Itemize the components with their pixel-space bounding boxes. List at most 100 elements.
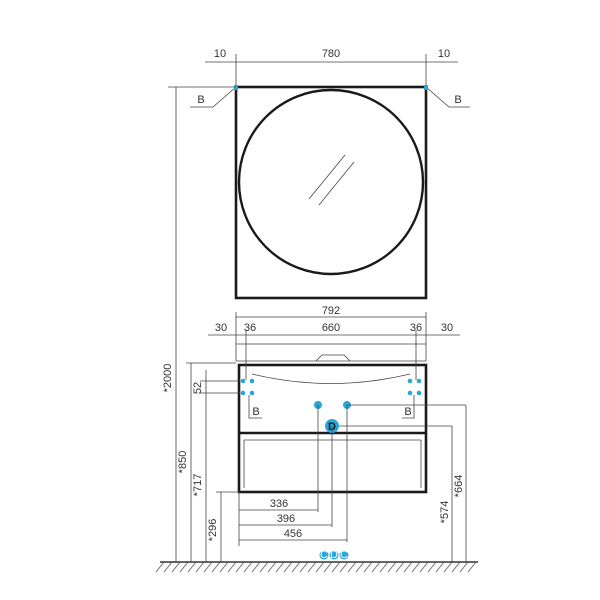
basin-outline (235, 343, 427, 361)
hatch-line (195, 561, 205, 573)
callout-leader-left (248, 395, 262, 419)
hatch-line (251, 561, 261, 573)
utility-label-2: D (330, 549, 338, 561)
cabinet (235, 343, 428, 494)
hatch-line (379, 561, 389, 573)
mirror-reflection-line-1 (308, 154, 346, 200)
hatch-line (155, 561, 165, 573)
hatch-line (227, 561, 237, 573)
floor-hatching (155, 561, 477, 573)
mirror-width-dimensions: 10 780 10 (205, 48, 458, 88)
mirror (234, 85, 428, 300)
hatch-line (307, 561, 317, 573)
dim-height-664: *664 (453, 475, 465, 498)
dim-mirror-width: 780 (322, 48, 340, 60)
dim-mirror-right-margin: 10 (438, 48, 450, 60)
cabinet-body (237, 363, 428, 494)
dim-cabinet-width: 792 (322, 305, 340, 317)
hatch-line (291, 561, 301, 573)
utility-connections: C D C (319, 549, 349, 561)
utility-connection-icon (329, 550, 339, 560)
dim-inner-width: 660 (322, 322, 340, 334)
dim-456: 456 (284, 528, 302, 540)
mount-point-icon (416, 378, 422, 384)
hatch-line (403, 561, 413, 573)
mount-point-icon (249, 378, 255, 384)
dim-left-inner: 36 (244, 322, 256, 334)
connection-offset-dimensions: 336 396 456 (238, 492, 347, 546)
callout-leader-right (402, 395, 415, 419)
callout-leader-right (425, 86, 470, 108)
hatch-line (211, 561, 221, 573)
mount-point-icon (240, 390, 246, 396)
hatch-line (467, 561, 477, 573)
hatch-line (323, 561, 333, 573)
hatch-line (339, 561, 349, 573)
mount-point-icon (234, 85, 238, 90)
mirror-glass-circle (237, 88, 425, 276)
hatch-line (371, 561, 381, 573)
mount-point-icon (240, 378, 246, 384)
hatch-line (315, 561, 325, 573)
mount-point-icon (424, 85, 428, 90)
basin-bowl-hidden-line (251, 373, 411, 384)
service-connections: D (314, 401, 466, 542)
hatch-line (411, 561, 421, 573)
hatch-line (459, 561, 469, 573)
dim-right-inner: 36 (410, 322, 422, 334)
floor (155, 561, 478, 573)
utility-connection-icon (319, 550, 329, 560)
hatch-line (395, 561, 405, 573)
callout-label-right: B (454, 94, 461, 106)
hatch-line (275, 561, 285, 573)
cabinet-width-dimensions: 792 30 36 660 36 30 (208, 305, 460, 380)
hatch-line (179, 561, 189, 573)
mount-point-icon (249, 390, 255, 396)
mount-point-icon (407, 378, 413, 384)
callout-leader-left (190, 86, 237, 108)
hatch-line (203, 561, 213, 573)
mount-point-icon (416, 390, 422, 396)
hatch-line (347, 561, 357, 573)
mirror-callouts: B B (190, 85, 470, 108)
hatch-line (387, 561, 397, 573)
dim-336: 336 (270, 498, 288, 510)
hatch-line (243, 561, 253, 573)
height-dimensions-left: *2000 *850 *717 *296 (162, 86, 239, 562)
dim-right-outer: 30 (441, 322, 453, 334)
hatch-line (427, 561, 437, 573)
hatch-line (451, 561, 461, 573)
utility-label-3: C (340, 549, 348, 561)
hatch-line (235, 561, 245, 573)
hatch-line (435, 561, 445, 573)
utility-connection-icon (339, 550, 349, 560)
mirror-reflection-line-2 (318, 161, 355, 206)
hatch-line (363, 561, 373, 573)
mount-point-icon (407, 390, 413, 396)
callout-label-left: B (197, 94, 204, 106)
hatch-line (283, 561, 293, 573)
dim-height-717: *717 (192, 474, 204, 497)
utility-label-1: C (320, 549, 328, 561)
hatch-line (331, 561, 341, 573)
dim-mount-spacing: 52 (192, 382, 204, 394)
hatch-line (259, 561, 269, 573)
hatch-line (355, 561, 365, 573)
height-dimensions-right: *664 *574 (439, 405, 467, 562)
dim-left-outer: 30 (215, 322, 227, 334)
hatch-line (219, 561, 229, 573)
callout-label-left: B (252, 406, 259, 418)
dim-mirror-left-margin: 10 (214, 48, 226, 60)
dim-height-850: *850 (177, 451, 189, 474)
hatch-line (187, 561, 197, 573)
hatch-line (171, 561, 181, 573)
hatch-line (163, 561, 173, 573)
dim-height-2000: *2000 (162, 364, 174, 393)
dim-height-296: *296 (207, 519, 219, 542)
dim-height-574: *574 (439, 501, 451, 524)
dim-396: 396 (277, 513, 295, 525)
hatch-line (443, 561, 453, 573)
callout-label-right: B (404, 406, 411, 418)
